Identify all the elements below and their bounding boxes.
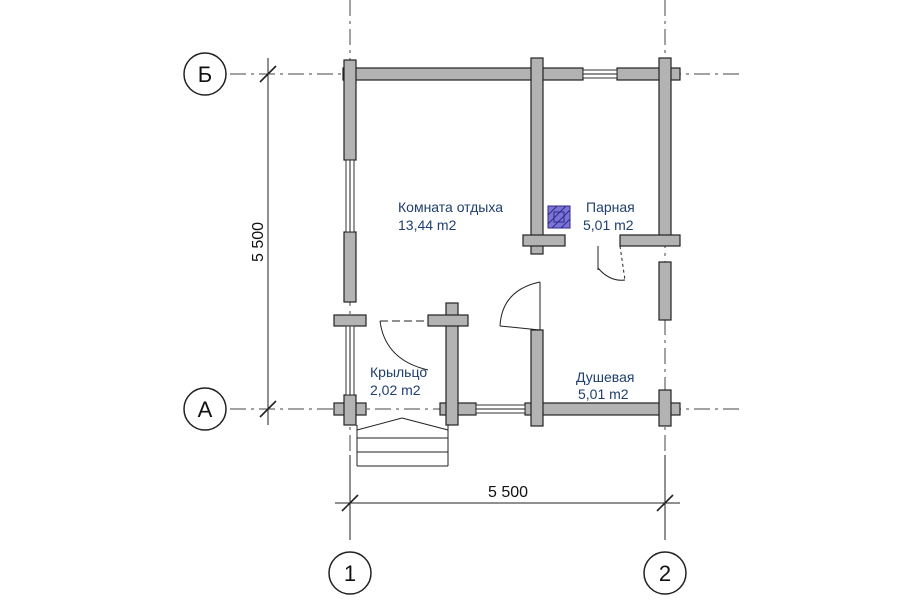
room-shower-area: 5,01 m2	[578, 386, 629, 402]
vertical-dimension	[259, 58, 277, 425]
axis-label-row-top: Б	[198, 62, 212, 87]
axis-bubble-row-top: Б	[183, 52, 227, 96]
dimension-vertical-label: 5 500	[250, 222, 267, 262]
axis-bubble-col-left: 1	[328, 551, 372, 595]
horizontal-dimension	[335, 455, 680, 540]
axis-label-col-left: 1	[344, 561, 356, 586]
dimension-horizontal-label: 5 500	[488, 484, 528, 501]
room-lounge-name: Комната отдыха	[398, 199, 503, 215]
windows	[345, 69, 618, 414]
room-lounge-area: 13,44 m2	[398, 217, 457, 233]
stove-icon	[547, 205, 571, 229]
porch-steps	[356, 417, 449, 467]
axis-label-col-right: 2	[659, 561, 671, 586]
axis-bubble-col-right: 2	[643, 551, 687, 595]
room-porch-area: 2,02 m2	[370, 382, 421, 398]
room-steam-area: 5,01 m2	[583, 217, 634, 233]
room-steam-name: Парная	[586, 199, 635, 215]
walls	[333, 57, 681, 427]
doors	[379, 245, 626, 371]
room-shower-name: Душевая	[576, 369, 634, 385]
axis-label-row-bottom: А	[198, 397, 213, 422]
room-porch-name: Крыльцо	[370, 364, 427, 380]
axis-bubble-row-bottom: А	[183, 387, 227, 431]
